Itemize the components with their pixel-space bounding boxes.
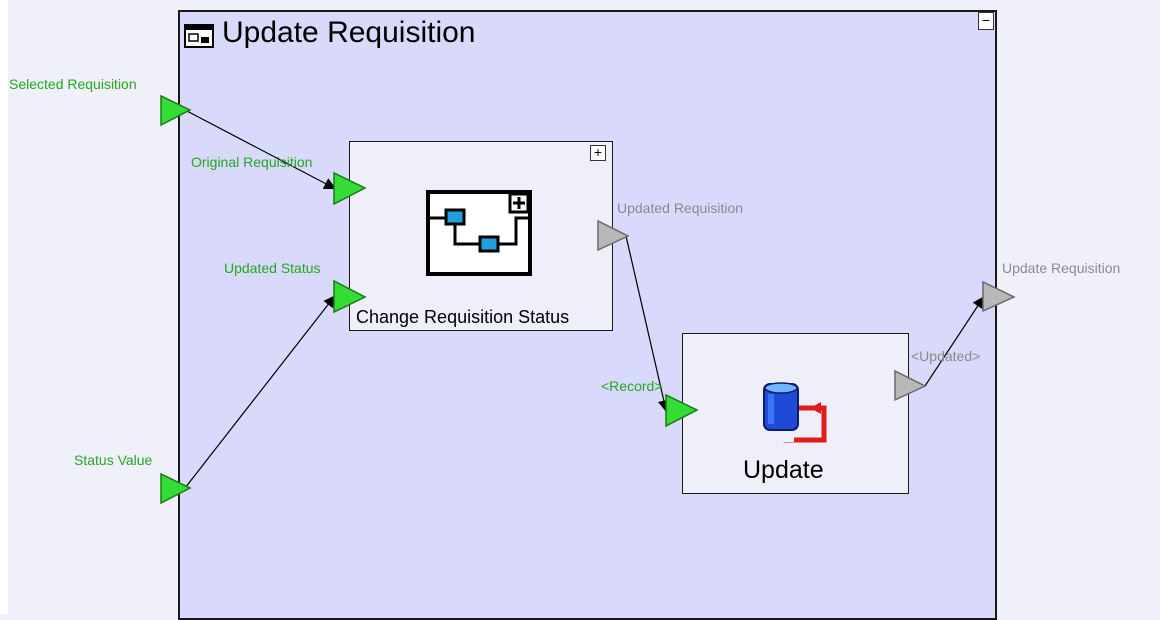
label-updated: <Updated>: [911, 348, 981, 364]
container-title: Update Requisition: [222, 16, 476, 49]
port-record[interactable]: [665, 393, 699, 428]
port-update-requisition-out[interactable]: [982, 280, 1016, 313]
label-status-value: Status Value: [74, 452, 153, 468]
port-selected-requisition[interactable]: [160, 94, 192, 127]
port-status-value[interactable]: [160, 472, 192, 505]
port-original-requisition[interactable]: [333, 171, 367, 206]
label-selected-requisition: Selected Requisition: [9, 76, 137, 92]
connector-selected-to-original[interactable]: [184, 109, 337, 190]
canvas-edge: [0, 0, 8, 614]
port-updated-requisition[interactable]: [597, 219, 630, 252]
label-updated-requisition: Updated Requisition: [617, 200, 744, 216]
collapse-button[interactable]: −: [978, 12, 994, 30]
label-updated-status: Updated Status: [224, 260, 321, 276]
change-block-label: Change Requisition Status: [356, 307, 570, 327]
connector-updated-req-to-record[interactable]: [625, 235, 670, 413]
subprocess-icon: [426, 190, 532, 276]
connector-updated-to-output[interactable]: [924, 295, 985, 387]
port-updated[interactable]: [894, 369, 927, 402]
label-original-requisition: Original Requisition: [191, 154, 313, 170]
container-window-icon: [184, 24, 214, 48]
port-updated-status[interactable]: [333, 279, 367, 314]
database-update-icon: [763, 382, 827, 443]
label-update-requisition-out: Update Requisition: [1002, 260, 1121, 276]
connector-status-to-updated-status[interactable]: [184, 295, 336, 489]
expand-button[interactable]: +: [590, 145, 606, 161]
update-block-label: Update: [743, 456, 824, 484]
label-record: <Record>: [601, 378, 663, 394]
